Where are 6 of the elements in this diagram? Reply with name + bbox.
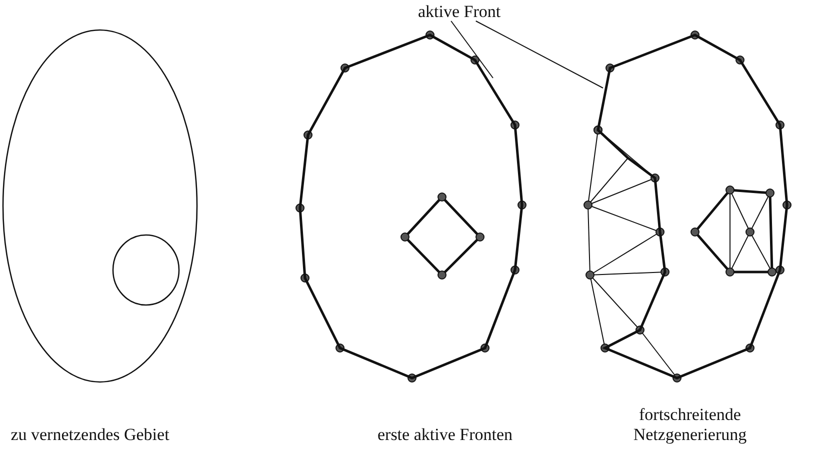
leader-line [475, 20, 604, 88]
caption: erste aktive Fronten [376, 425, 514, 445]
leader-line [450, 20, 494, 78]
caption: zu vernetzendes Gebiet [10, 425, 170, 445]
caption: fortschreitende Netzgenerierung [632, 405, 748, 445]
callout-text: aktive Front [418, 2, 501, 22]
